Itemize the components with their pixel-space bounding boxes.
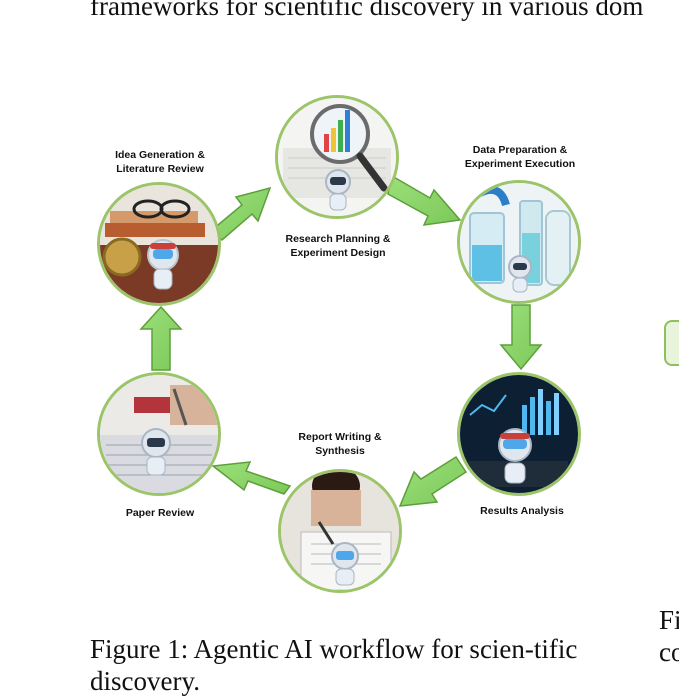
stage-idea-label: Idea Generation & Literature Review [115,149,205,175]
stage-review-image [97,372,221,496]
stage-planning-label: Research Planning & Experiment Design [285,233,391,259]
stage-results-label: Results Analysis [480,505,564,517]
stage-review-label: Paper Review [125,507,195,519]
arrow-idea-to-planning [210,186,272,242]
workflow-figure: Idea Generation & Literature Review Rese… [97,95,679,593]
body-text-line: frameworks for scientific discovery in v… [90,0,644,21]
arrow-data-to-results [499,304,543,371]
stage-data-label: Data Preparation & Experiment Execution [464,144,576,170]
stage-idea-image [97,182,221,306]
arrow-review-to-idea [139,305,183,371]
arrows-layer [139,174,543,507]
stage-data-image [457,180,581,304]
stage-results-image [457,372,581,496]
adjacent-caption-fragment: Fi co [659,605,679,667]
stage-planning-image [275,95,399,219]
figure-caption: Figure 1: Agentic AI workflow for scien-… [90,634,578,696]
stage-report-label: Report Writing & Synthesis [298,431,382,457]
arrow-planning-to-data [387,174,462,226]
arrow-results-to-report [398,455,468,507]
adjacent-figure-box [664,320,679,366]
arrow-report-to-review [211,461,292,495]
stage-report-image [278,469,402,593]
